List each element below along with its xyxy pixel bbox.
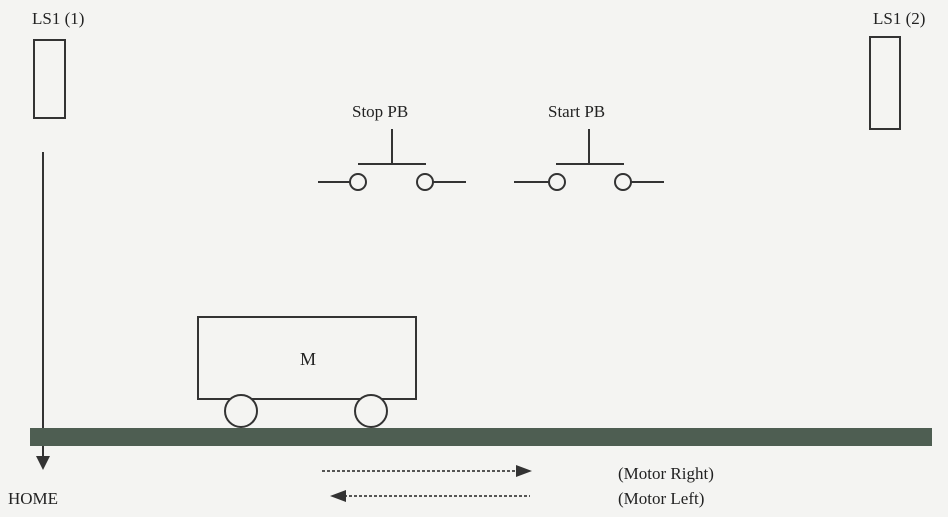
motor-left-label: (Motor Left): [618, 489, 705, 508]
motor-right-arrow: [322, 465, 532, 477]
motor-cart: [197, 316, 417, 428]
home-label: HOME: [8, 489, 59, 508]
start-push-button-symbol: [514, 129, 664, 191]
limit-switch-right-label: LS1 (2): [873, 9, 926, 28]
cart-wheel-right: [354, 394, 388, 428]
motor-right-label: (Motor Right): [618, 464, 714, 483]
track-rail: [30, 428, 932, 446]
stop-push-button-symbol: [318, 129, 466, 191]
motor-left-arrow: [330, 490, 530, 502]
limit-switch-left-label: LS1 (1): [32, 9, 85, 28]
home-arrow: [36, 152, 50, 470]
cart-body: [197, 316, 417, 400]
cart-wheel-left: [224, 394, 258, 428]
limit-switch-left-box: [33, 39, 66, 119]
start-button-label: Start PB: [548, 102, 606, 121]
limit-switch-right-box: [869, 36, 901, 130]
motor-label: M: [300, 349, 317, 369]
stop-button-label: Stop PB: [352, 102, 409, 121]
